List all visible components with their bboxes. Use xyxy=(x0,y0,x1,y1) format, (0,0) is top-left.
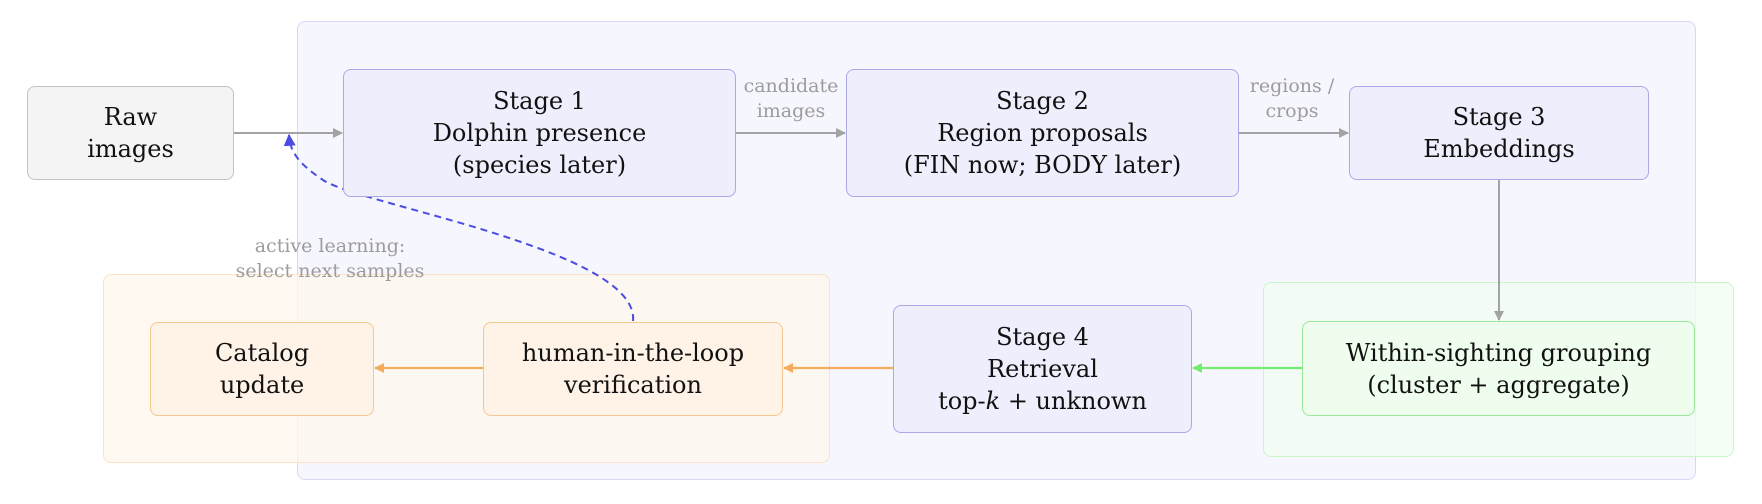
edge-label-line: regions / xyxy=(1249,75,1335,97)
node-label-line: (species later) xyxy=(452,151,627,179)
edge-label-line: crops xyxy=(1265,100,1319,122)
edge-label-line: images xyxy=(756,100,826,122)
node-label-line: Stage 3 xyxy=(1452,103,1546,131)
edge-label-line: active learning: xyxy=(254,235,406,257)
node-label-line: human-in-the-loop xyxy=(521,339,745,367)
edge-label-active-learning: active learning: select next samples xyxy=(210,234,450,284)
node-label-line: update xyxy=(219,371,305,399)
edge-label-regions-crops: regions / crops xyxy=(1232,74,1352,124)
node-label-line: images xyxy=(87,135,174,163)
raw-images-node: Raw images xyxy=(27,86,234,180)
node-label-line: top-k + unknown xyxy=(938,387,1147,415)
node-label-line: Stage 4 xyxy=(996,323,1089,351)
node-label-line: Region proposals xyxy=(937,119,1148,147)
edge-label-line: select next samples xyxy=(235,260,425,282)
node-label-line: Catalog xyxy=(214,339,310,367)
node-label-line: Embeddings xyxy=(1423,135,1575,163)
edge-feedback-active-learning xyxy=(283,133,635,322)
stage1-node: Stage 1 Dolphin presence (species later) xyxy=(343,69,736,197)
edge-label-candidate-images: candidate images xyxy=(731,74,851,124)
catalog-update-node: Catalog update xyxy=(150,322,374,416)
node-label-line: (cluster + aggregate) xyxy=(1367,370,1630,399)
stage2-node: Stage 2 Region proposals (FIN now; BODY … xyxy=(846,69,1239,197)
human-verification-node: human-in-the-loop verification xyxy=(483,322,783,416)
node-label-line: Dolphin presence xyxy=(432,119,647,147)
node-label-line: Retrieval xyxy=(987,355,1098,383)
node-label-line: Stage 1 xyxy=(493,87,586,115)
node-label-line: Stage 2 xyxy=(996,87,1089,115)
node-label-line: verification xyxy=(564,371,702,399)
stage3-node: Stage 3 Embeddings xyxy=(1349,86,1649,180)
within-sighting-grouping-node: Within-sighting grouping (cluster + aggr… xyxy=(1302,321,1695,416)
node-label-line: Raw xyxy=(103,103,158,131)
node-label-line: (FIN now; BODY later) xyxy=(903,151,1182,179)
edge-label-line: candidate xyxy=(743,75,839,97)
node-label-line: Within-sighting grouping xyxy=(1345,338,1652,367)
stage4-node: Stage 4 Retrieval top-k + unknown xyxy=(893,305,1192,433)
